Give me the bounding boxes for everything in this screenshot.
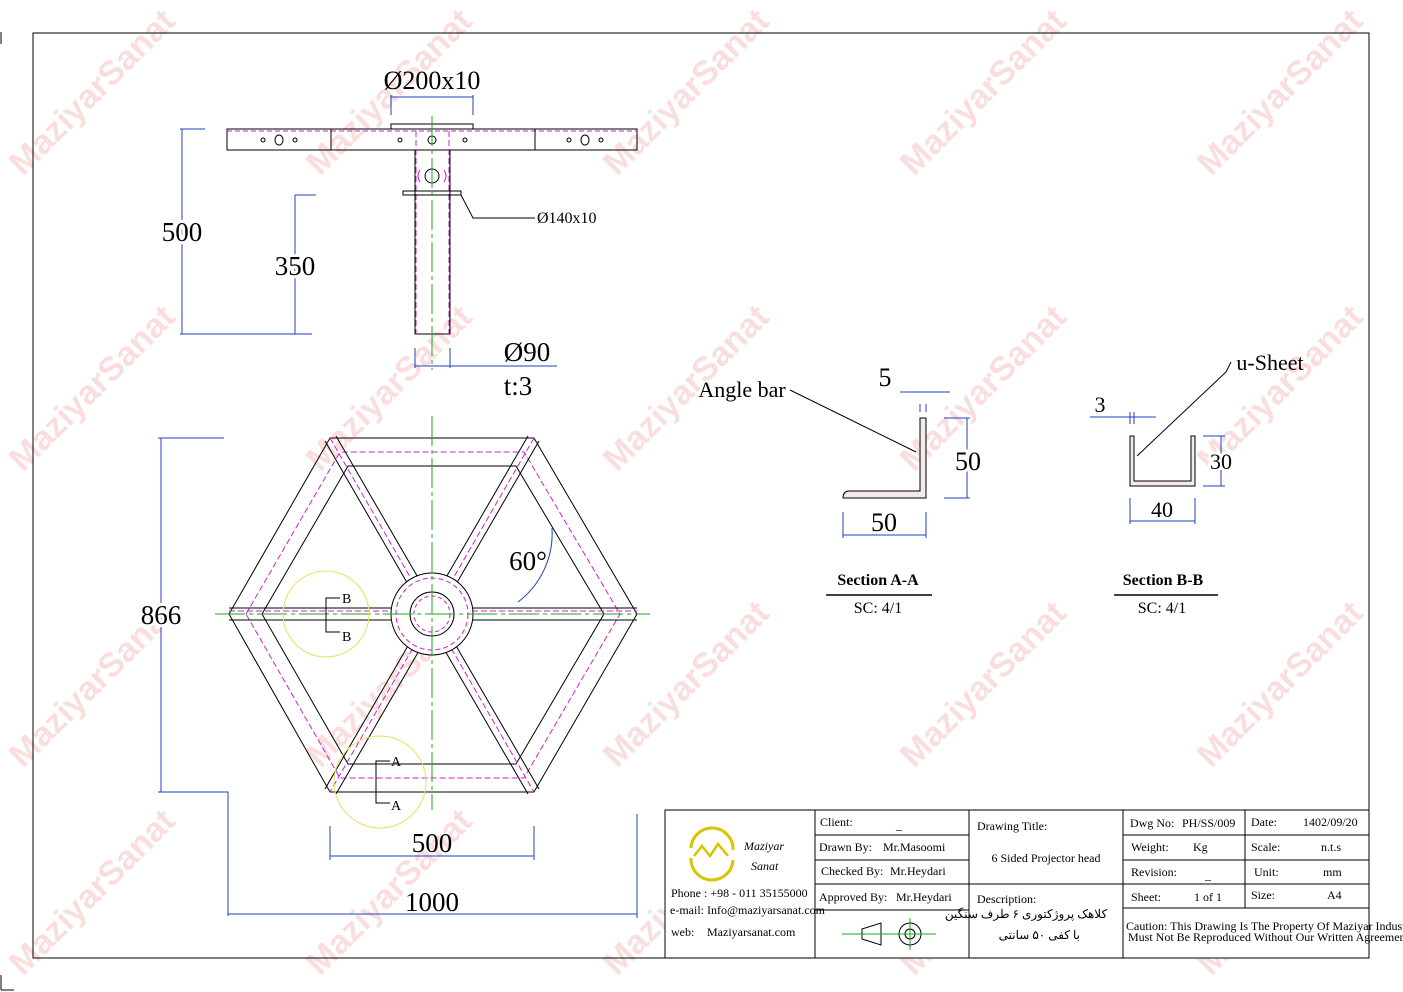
section-b-thickness: 3 (1095, 392, 1106, 417)
watermark-text: MaziyarSanat (1190, 2, 1371, 183)
client-label: Client: (820, 815, 853, 829)
description-label: Description: (977, 892, 1036, 906)
size-label: Size: (1251, 888, 1275, 902)
marker-b-top: B (342, 592, 351, 607)
company-web: Maziyarsanat.com (707, 925, 796, 939)
approved-by-label: Approved By: (819, 890, 887, 904)
section-a-title: Section A-A (837, 572, 919, 589)
description-line1: کلاهک پروژکتوری ۶ طرف سنگین (945, 907, 1108, 921)
caution-line1: Caution: This Drawing Is The Property Of… (1126, 919, 1403, 933)
section-b-circle (282, 570, 370, 658)
angle-bar-callout: Angle bar (698, 377, 786, 402)
weight-value: Kg (1193, 840, 1208, 854)
pipe-thickness-label: t:3 (504, 371, 533, 401)
unit-label: Unit: (1254, 865, 1279, 879)
drawn-by-value: Mr.Masoomi (883, 840, 946, 854)
marker-a-bottom: A (391, 799, 402, 814)
height-pipe-label: 350 (275, 251, 316, 281)
client-value: _ (895, 818, 903, 832)
top-view (158, 416, 650, 918)
scale-value: n.t.s (1321, 840, 1341, 854)
approved-by-value: Mr.Heydari (896, 890, 952, 904)
drawing-title: 6 Sided Projector head (992, 851, 1101, 865)
date-label: Date: (1251, 815, 1277, 829)
company-email: e-mail: Info@maziyarsanat.com (670, 903, 826, 917)
title-block (664, 809, 1370, 959)
pipe-dia-label: Ø90 (504, 337, 551, 367)
caution-line2: Must Not Be Reproduced Without Our Writt… (1128, 930, 1403, 944)
watermark-text: MaziyarSanat (2, 2, 183, 183)
top-plate-label: Ø200x10 (384, 66, 481, 95)
section-b-width: 40 (1151, 497, 1173, 522)
angle-label: 60° (509, 546, 547, 576)
scale-label: Scale: (1251, 840, 1280, 854)
side-view (180, 95, 638, 370)
height-label: 866 (141, 600, 182, 630)
checked-by-label: Checked By: (821, 864, 883, 878)
watermark-text: MaziyarSanat (1190, 594, 1371, 775)
watermark-text: MaziyarSanat (596, 2, 777, 183)
company-name-line1: Maziyar (743, 839, 784, 853)
outer-width-label: 1000 (405, 887, 459, 917)
watermark-text: MaziyarSanat (2, 802, 183, 983)
marker-a-top: A (391, 755, 402, 770)
company-name-line2: Sanat (751, 859, 779, 873)
watermark-text: MaziyarSanat (893, 594, 1074, 775)
watermark-text: MaziyarSanat (299, 298, 480, 479)
u-sheet-callout: u-Sheet (1236, 350, 1303, 375)
watermark-text: MaziyarSanat (2, 298, 183, 479)
company-logo (689, 826, 735, 882)
checked-by-value: Mr.Heydari (890, 864, 946, 878)
description-line2: با کفی ۵۰ سانتی (999, 928, 1080, 942)
watermark-text: MaziyarSanat (893, 2, 1074, 183)
revision-value: _ (1204, 868, 1212, 882)
company-phone: Phone : +98 - 011 35155000 (671, 886, 808, 900)
unit-value: mm (1323, 865, 1342, 879)
sheet-label: Sheet: (1131, 890, 1161, 904)
section-a-width: 50 (871, 508, 897, 537)
section-b-title: Section B-B (1123, 572, 1204, 589)
u-sheet-profile (1129, 435, 1196, 487)
section-b-scale: SC: 4/1 (1138, 600, 1186, 617)
drawing-title-label: Drawing Title: (977, 819, 1047, 833)
inner-width-label: 500 (412, 828, 453, 858)
section-a-height: 50 (955, 447, 981, 476)
watermark-text: MaziyarSanat (596, 594, 777, 775)
flange-label: Ø140x10 (537, 210, 597, 227)
drawn-by-label: Drawn By: (819, 840, 872, 854)
marker-b-bottom: B (342, 630, 351, 645)
sheet-value: 1 of 1 (1194, 890, 1222, 904)
section-a-thickness: 5 (879, 363, 892, 392)
section-a-circle (333, 735, 427, 829)
section-b (1090, 361, 1232, 596)
date-value: 1402/09/20 (1303, 815, 1358, 829)
dwg-no-label: Dwg No: (1130, 816, 1174, 830)
section-a (789, 389, 970, 596)
size-value: A4 (1327, 888, 1342, 902)
company-web-label: web: (671, 925, 694, 939)
dwg-no-value: PH/SS/009 (1182, 816, 1235, 830)
angle-bar-profile (842, 417, 927, 499)
height-total-label: 500 (162, 217, 203, 247)
section-a-scale: SC: 4/1 (854, 600, 902, 617)
projection-symbol-icon (842, 918, 936, 950)
revision-label: Revision: (1131, 865, 1177, 879)
section-b-height: 30 (1210, 449, 1232, 474)
weight-label: Weight: (1131, 840, 1169, 854)
